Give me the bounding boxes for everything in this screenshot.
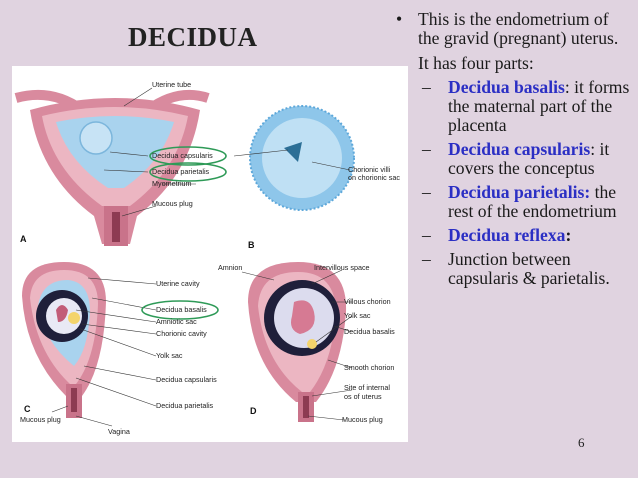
intro-bullet: • This is the endometrium of the gravid …	[392, 10, 632, 48]
label-amniotic-sac: Amniotic sac	[156, 317, 197, 326]
label-decidua-capsularis-c: Decidua capsularis	[156, 375, 217, 384]
sep-capsularis: :	[590, 139, 596, 159]
parts-intro: It has four parts:	[418, 53, 534, 73]
bullet-glyph: •	[396, 9, 403, 29]
chorionic-sac-inner	[262, 118, 342, 198]
panel-b-drawing	[233, 105, 355, 211]
sub-item-basalis: – Decidua basalis: it forms the maternal…	[392, 78, 632, 135]
sub-item-capsularis: – Decidua capsularis: it covers the conc…	[392, 140, 632, 178]
label-decidua-parietalis-c: Decidua parietalis	[156, 401, 214, 410]
label-decidua-basalis-d: Decidua basalis	[344, 327, 395, 336]
label-mucous-plug-c: Mucous plug	[20, 415, 61, 424]
panel-label-d: D	[250, 406, 257, 416]
panel-label-b: B	[248, 240, 255, 250]
sub-item-junction: – Junction between capsularis & parietal…	[392, 250, 632, 288]
label-site-internal-2: os of uterus	[344, 392, 382, 401]
label-uterine-cavity: Uterine cavity	[156, 279, 200, 288]
mucous-plug-c	[71, 388, 77, 412]
bullet-list: • This is the endometrium of the gravid …	[392, 10, 632, 288]
desc-basalis: it forms the maternal part of the placen…	[448, 77, 630, 135]
label-decidua-basalis-c: Decidua basalis	[156, 305, 207, 314]
mucous-plug-d	[303, 396, 309, 418]
label-site-internal-1: Site of internal	[344, 383, 390, 392]
desc-capsularis: it covers the conceptus	[448, 139, 610, 178]
label-yolk-sac-c: Yolk sac	[156, 351, 183, 360]
decidua-diagram: Uterine tube Decidua capsularis Decidua …	[14, 80, 400, 436]
junction-text: Junction between capsularis & parietalis…	[448, 249, 610, 288]
label-yolk-sac-d: Yolk sac	[344, 311, 371, 320]
yolk-sac-d	[307, 339, 317, 349]
embryo-d	[291, 300, 315, 334]
panel-label-a: A	[20, 234, 27, 244]
label-villous-chorion: Villous chorion	[344, 297, 391, 306]
label-decidua-parietalis-a: Decidua parietalis	[152, 167, 210, 176]
highlight-decidua-capsularis	[149, 146, 227, 166]
embryo-b	[284, 142, 302, 162]
term-basalis: Decidua basalis	[448, 77, 565, 97]
label-decidua-capsularis-a: Decidua capsularis	[152, 151, 213, 160]
sep-basalis: :	[564, 77, 570, 97]
yolk-sac-c	[68, 312, 80, 324]
dash-glyph: –	[422, 182, 431, 202]
highlight-decidua-parietalis	[149, 162, 227, 182]
term-capsularis: Decidua capsularis	[448, 139, 591, 159]
term-parietalis: Decidua parietalis:	[448, 182, 591, 202]
label-vagina: Vagina	[108, 427, 130, 436]
term-reflexa: Decidua reflexa	[448, 225, 566, 245]
label-mucous-plug-d: Mucous plug	[342, 415, 383, 424]
label-uterine-tube: Uterine tube	[152, 80, 191, 89]
dash-glyph: –	[422, 77, 431, 97]
label-chorionic-cavity: Chorionic cavity	[156, 329, 207, 338]
sub-item-parietalis: – Decidua parietalis: the rest of the en…	[392, 183, 632, 221]
label-mucous-plug-a: Mucous plug	[152, 199, 193, 208]
label-amnion: Amnion	[218, 263, 242, 272]
label-chorionic-villi-1: Chorionic villi	[348, 165, 391, 174]
mucous-plug-a	[112, 212, 120, 242]
highlight-decidua-basalis	[141, 300, 219, 320]
dash-glyph: –	[422, 139, 431, 159]
label-myometrium: Myometrium	[152, 179, 192, 188]
panel-c-drawing	[22, 262, 219, 427]
label-chorionic-villi-2: on chorionic sac	[348, 173, 400, 182]
slide-title: DECIDUA	[128, 22, 258, 52]
conceptus-a	[79, 121, 113, 155]
dash-glyph: –	[422, 225, 431, 245]
chorionic-villi	[249, 105, 355, 211]
sep-reflexa: :	[565, 225, 572, 245]
dash-glyph: –	[422, 249, 431, 269]
desc-parietalis: the rest of the endometrium	[448, 182, 617, 221]
label-intervillous-space: Intervillous space	[314, 263, 370, 272]
panel-a-drawing	[14, 87, 227, 246]
intro-text: This is the endometrium of the gravid (p…	[418, 9, 619, 48]
page-number: 6	[578, 435, 585, 450]
label-smooth-chorion: Smooth chorion	[344, 363, 394, 372]
embryo-c	[56, 305, 68, 322]
sub-item-reflexa: – Decidua reflexa:	[392, 226, 632, 245]
panel-label-c: C	[24, 404, 31, 414]
panel-d-drawing	[241, 262, 353, 422]
decidua-illustration: Uterine tube Decidua capsularis Decidua …	[12, 66, 408, 442]
